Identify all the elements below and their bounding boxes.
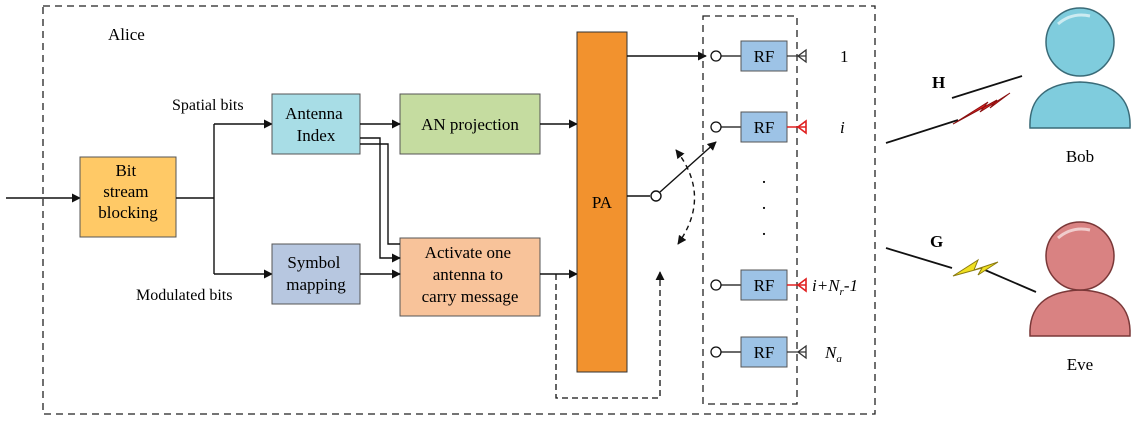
rf-chain-i-plus: RF <box>710 269 807 301</box>
svg-text:Activate one antenna to: Activate one antenna to carry message <box>422 243 519 306</box>
antenna-index-line-2: Index <box>297 126 336 145</box>
bob-channel-label: H <box>932 73 945 92</box>
antenna-switch <box>627 141 717 245</box>
feedback-loop <box>555 271 665 399</box>
rf-chain-1: RF <box>710 40 807 72</box>
bit-stream-line-3: blocking <box>98 203 158 222</box>
split-connectors <box>176 119 273 279</box>
eve-user-icon <box>1029 221 1131 337</box>
bit-stream-blocking-block: Bit stream blocking <box>79 156 177 238</box>
bob-channel-link: H <box>885 73 1023 144</box>
ellipsis-dots: . . . <box>762 167 767 239</box>
antenna-label-1: 1 <box>840 47 849 66</box>
rf-chain-boundary <box>702 15 798 405</box>
bob-lightning-icon <box>952 92 1011 125</box>
antenna-label-na: Na <box>824 343 842 365</box>
eve-channel-link: G <box>885 232 1037 293</box>
antenna-label-i: i <box>840 118 845 137</box>
svg-text:Symbol mapping: Symbol mapping <box>286 253 346 294</box>
activate-antenna-block: Activate one antenna to carry message <box>399 237 541 317</box>
rf-label-na: RF <box>754 343 775 362</box>
svg-text:.: . <box>762 219 767 239</box>
antenna-icon-i <box>787 119 807 135</box>
symbol-mapping-line-1: Symbol <box>287 253 340 272</box>
antenna-label-i-plus: i+Nr-1 <box>812 276 858 298</box>
rf-chain-i: RF <box>710 111 807 143</box>
bob-label: Bob <box>1066 147 1094 166</box>
antenna-icon-1 <box>787 48 807 64</box>
activate-line-2: antenna to <box>433 265 503 284</box>
eve-lightning-icon <box>952 258 999 277</box>
symbol-mapping-block: Symbol mapping <box>271 243 361 305</box>
modulated-bits-label: Modulated bits <box>136 287 232 304</box>
antenna-icon-na <box>787 344 807 360</box>
bob-user-icon <box>1029 7 1131 129</box>
eve-label: Eve <box>1067 355 1093 374</box>
activate-line-3: carry message <box>422 287 519 306</box>
bit-stream-line-2: stream <box>103 182 148 201</box>
pa-block: PA <box>576 31 628 373</box>
rf-chain-na: RF <box>710 336 807 368</box>
spatial-bits-label: Spatial bits <box>172 97 244 114</box>
svg-text:Antenna Index: Antenna Index <box>285 104 347 145</box>
an-projection-block: AN projection <box>399 93 541 155</box>
an-projection-text: AN projection <box>421 115 519 134</box>
antenna-index-block: Antenna Index <box>271 93 361 155</box>
svg-text:Bit stream blockin: Bit stream blocking <box>98 161 158 222</box>
rf-label-i: RF <box>754 118 775 137</box>
activate-line-1: Activate one <box>425 243 511 262</box>
rf-label-1: RF <box>754 47 775 66</box>
symbol-mapping-line-2: mapping <box>286 275 346 294</box>
svg-text:.: . <box>762 193 767 213</box>
antenna-icon-i-plus <box>787 277 807 293</box>
eve-channel-label: G <box>930 232 943 251</box>
pa-label: PA <box>592 193 613 212</box>
block-connectors <box>360 119 578 279</box>
antenna-index-line-1: Antenna <box>285 104 343 123</box>
svg-text:.: . <box>762 167 767 187</box>
rf-label-i-plus: RF <box>754 276 775 295</box>
alice-label: Alice <box>108 25 145 44</box>
bit-stream-line-1: Bit <box>115 161 136 180</box>
alice-boundary <box>42 5 876 415</box>
